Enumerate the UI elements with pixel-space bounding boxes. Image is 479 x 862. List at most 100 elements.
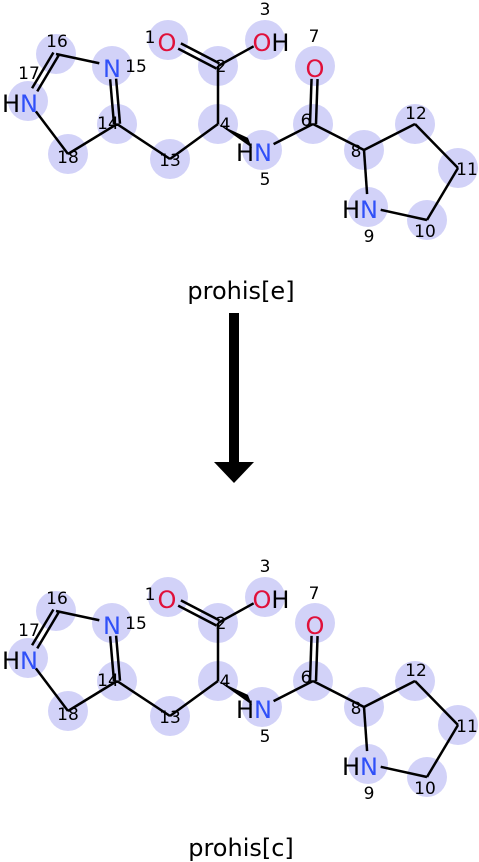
single-bond-line bbox=[116, 679, 171, 718]
atom-index-label: 12 bbox=[405, 661, 427, 681]
atom-highlight bbox=[242, 687, 282, 727]
atom-index-label: 10 bbox=[414, 222, 436, 242]
atom-highlight bbox=[295, 46, 335, 86]
atom-element-label: O bbox=[158, 586, 177, 614]
atom-highlight bbox=[348, 744, 388, 784]
atom-index-label: 9 bbox=[364, 227, 375, 247]
atom-element-label: OH bbox=[253, 29, 290, 57]
atom-element-label: HN bbox=[236, 139, 272, 167]
atom-index-label: 15 bbox=[125, 614, 147, 634]
double-bond-line bbox=[36, 611, 60, 650]
atom-highlight bbox=[348, 187, 388, 227]
double-bond-line bbox=[108, 636, 116, 682]
single-bond-line bbox=[362, 706, 369, 752]
molecule-name-top: prohis[e] bbox=[187, 277, 294, 305]
atom-highlight bbox=[245, 20, 285, 60]
double-bond-line bbox=[314, 636, 319, 682]
atom-element-label: N bbox=[103, 612, 121, 640]
atom-element-label: OH bbox=[253, 586, 290, 614]
atom-index-label: 16 bbox=[46, 589, 68, 609]
double-bond-line bbox=[177, 47, 218, 70]
atom-index-label: 11 bbox=[456, 160, 478, 180]
single-bond-line bbox=[312, 679, 365, 709]
single-bond-line bbox=[425, 724, 460, 778]
double-bond-line bbox=[108, 79, 116, 125]
wedge-bond bbox=[218, 681, 252, 705]
atom-element-label: HN bbox=[2, 90, 38, 118]
atom-index-label: 14 bbox=[97, 671, 119, 691]
double-bond-line bbox=[314, 79, 319, 125]
atom-index-label: 11 bbox=[456, 717, 478, 737]
atom-index-label: 1 bbox=[145, 28, 156, 48]
atom-index-label: 8 bbox=[351, 699, 362, 719]
atom-index-label: 12 bbox=[405, 104, 427, 124]
atom-highlight bbox=[148, 577, 188, 617]
single-bond-line bbox=[55, 52, 100, 65]
atom-index-label: 13 bbox=[159, 151, 181, 171]
atom-index-label: 15 bbox=[125, 57, 147, 77]
double-bond-line bbox=[114, 635, 122, 681]
arrow-head bbox=[214, 462, 254, 483]
atom-highlight bbox=[245, 577, 285, 617]
atom-index-label: 2 bbox=[216, 57, 227, 77]
atom-index-label: 17 bbox=[18, 64, 40, 84]
single-bond-line bbox=[34, 110, 69, 155]
atom-index-label: 3 bbox=[260, 557, 271, 577]
atom-index-label: 4 bbox=[220, 672, 231, 692]
single-bond-line bbox=[116, 122, 171, 161]
single-bond-line bbox=[217, 45, 255, 68]
single-bond-line bbox=[380, 208, 428, 222]
atom-highlight bbox=[148, 20, 188, 60]
atom-index-label: 6 bbox=[301, 111, 312, 131]
single-bond-line bbox=[67, 679, 118, 713]
atom-index-label: 5 bbox=[260, 727, 271, 747]
single-bond-line bbox=[67, 122, 118, 156]
atom-index-label: 6 bbox=[301, 668, 312, 688]
atom-index-label: 7 bbox=[309, 584, 320, 604]
atom-index-label: 5 bbox=[260, 170, 271, 190]
atom-index-label: 13 bbox=[159, 708, 181, 728]
single-bond-line bbox=[55, 609, 100, 622]
atom-element-label: O bbox=[306, 612, 325, 640]
atom-index-label: 18 bbox=[57, 705, 79, 725]
atom-index-label: 4 bbox=[220, 115, 231, 135]
atom-index-label: 18 bbox=[57, 148, 79, 168]
single-bond-line bbox=[425, 167, 460, 221]
atom-index-label: 2 bbox=[216, 614, 227, 634]
single-bond-line bbox=[273, 122, 314, 146]
atom-index-label: 16 bbox=[46, 32, 68, 52]
single-bond-line bbox=[169, 679, 219, 718]
molecule-name-bottom: prohis[c] bbox=[188, 834, 294, 862]
double-bond-line bbox=[36, 54, 60, 93]
double-bond-line bbox=[308, 78, 313, 124]
atom-element-label: N bbox=[103, 55, 121, 83]
single-bond-line bbox=[380, 765, 428, 779]
reaction-arrow bbox=[214, 313, 254, 483]
double-bond-line bbox=[114, 78, 122, 124]
atom-element-label: O bbox=[306, 55, 325, 83]
single-bond-line bbox=[363, 122, 416, 152]
atom-element-label: HN bbox=[342, 753, 378, 781]
double-bond-line bbox=[180, 42, 220, 65]
double-bond-line bbox=[308, 635, 313, 681]
atom-index-label: 7 bbox=[309, 27, 320, 47]
atom-element-label: HN bbox=[342, 196, 378, 224]
atom-index-label: 8 bbox=[351, 142, 362, 162]
atom-index-label: 9 bbox=[364, 784, 375, 804]
atom-index-label: 17 bbox=[18, 621, 40, 641]
wedge-bond bbox=[218, 124, 252, 148]
single-bond-line bbox=[34, 667, 69, 712]
single-bond-line bbox=[362, 149, 369, 195]
single-bond-line bbox=[363, 679, 416, 709]
atom-highlight bbox=[295, 603, 335, 643]
single-bond-line bbox=[273, 679, 314, 703]
double-bond-line bbox=[31, 608, 55, 646]
single-bond-line bbox=[169, 122, 219, 161]
atom-highlight bbox=[92, 46, 132, 86]
atom-index-label: 3 bbox=[260, 0, 271, 20]
single-bond-line bbox=[217, 602, 255, 625]
single-bond-line bbox=[312, 122, 365, 152]
